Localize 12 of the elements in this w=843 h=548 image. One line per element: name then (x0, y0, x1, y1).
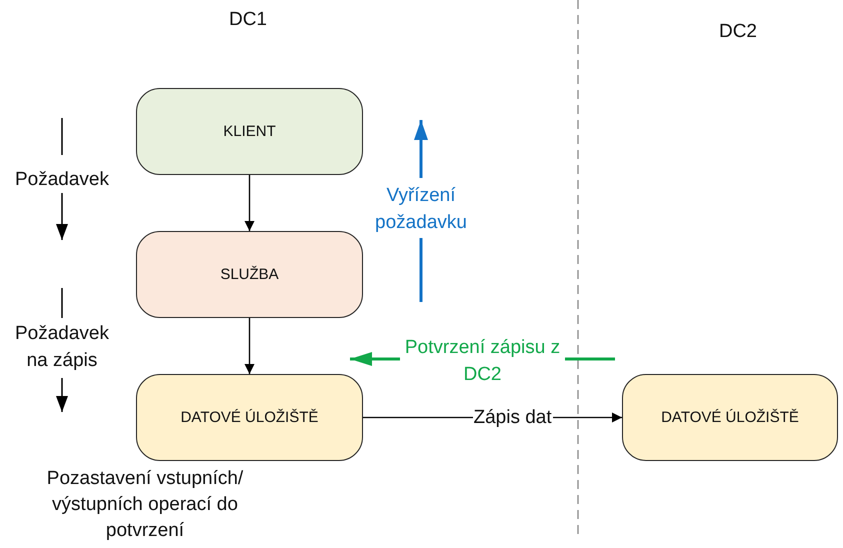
process-box (136, 231, 363, 318)
note-text: Pozastavení vstupních/ výstupních operací do potvrzení (46, 467, 244, 543)
arrow (244, 175, 254, 231)
arrow (244, 318, 254, 374)
process-box (136, 374, 363, 461)
process-box (622, 374, 838, 461)
box-label: DATOVÉ ÚLOŽIŠTĚ (180, 409, 318, 426)
box-label: SLUŽBA (220, 266, 279, 283)
edge-label: Zápis dat (472, 406, 553, 428)
box-label: KLIENT (223, 123, 276, 140)
process-box (136, 88, 363, 175)
box-label: DATOVÉ ÚLOŽIŠTĚ (661, 409, 799, 426)
